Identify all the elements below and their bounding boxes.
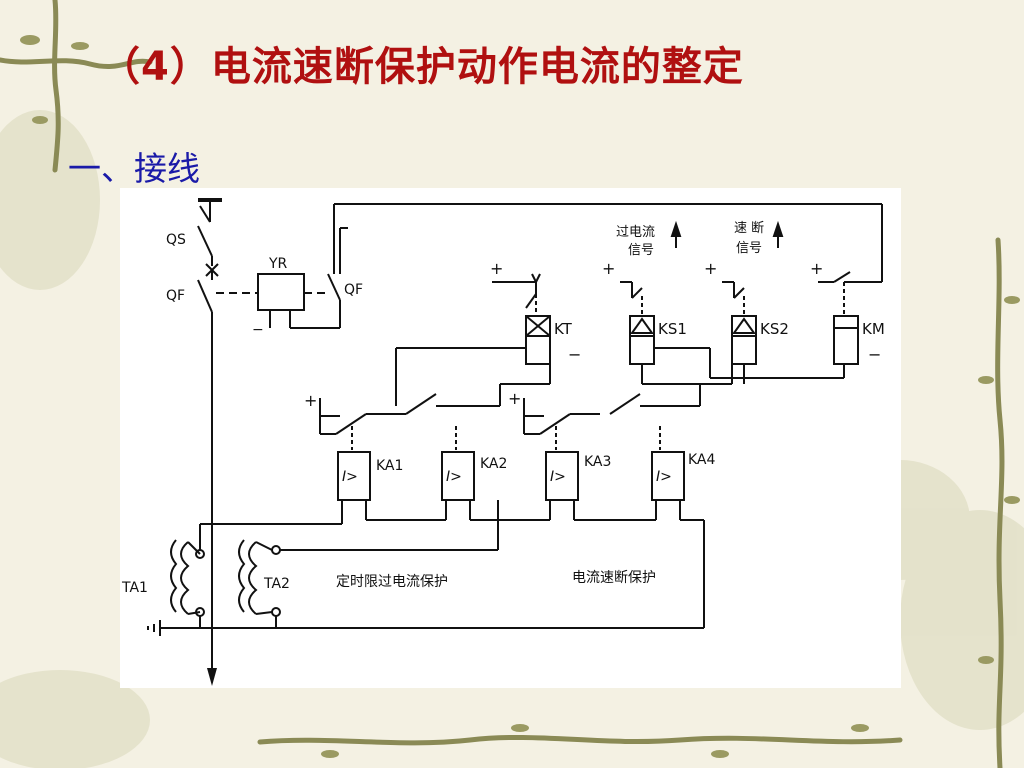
ta1-coil <box>170 539 205 617</box>
quickbreak-signal-line2: 信号 <box>736 241 762 256</box>
section-heading: 一、接线 <box>68 149 200 188</box>
km-label: KM <box>862 320 885 338</box>
ct-wiring <box>147 500 705 636</box>
ka-contact-row <box>319 393 700 450</box>
ka-right-plus: + <box>508 389 521 408</box>
ks1-plus: + <box>602 259 615 278</box>
ta1-label: TA1 <box>121 580 148 596</box>
ka1-label: KA1 <box>376 458 403 474</box>
yr-minus-label: − <box>252 322 264 338</box>
definite-time-protection-label: 定时限过电流保护 <box>336 574 448 590</box>
ka4-label: KA4 <box>688 452 716 468</box>
yr-coil <box>257 273 340 329</box>
ta2-label: TA2 <box>263 576 290 592</box>
qf-aux-label: QF <box>344 282 363 298</box>
ka-relays <box>337 451 685 501</box>
ka3-symbol: I> <box>550 469 566 485</box>
kt-minus: − <box>568 345 581 364</box>
top-relay-row <box>492 204 883 365</box>
qs-label: QS <box>166 232 186 248</box>
ta2-coil <box>238 539 281 617</box>
ka2-symbol: I> <box>446 469 462 485</box>
ka3-label: KA3 <box>584 454 611 470</box>
yr-label: YR <box>268 256 288 272</box>
overcurrent-signal-line2: 信号 <box>628 243 654 258</box>
ka2-label: KA2 <box>480 456 507 472</box>
instantaneous-protection-label: 电流速断保护 <box>572 570 656 586</box>
kt-plus: + <box>490 259 503 278</box>
ka-left-plus: + <box>304 391 317 410</box>
ka1-symbol: I> <box>342 469 358 485</box>
top-wiring <box>395 347 845 406</box>
qf-breaker-label: QF <box>166 288 185 304</box>
ks2-label: KS2 <box>760 320 789 338</box>
ka4-symbol: I> <box>656 469 672 485</box>
ks2-plus: + <box>704 259 717 278</box>
qf-aux-contact <box>327 203 882 328</box>
kt-label: KT <box>554 320 573 338</box>
slide-title: （4）电流速断保护动作电流的整定 <box>100 44 744 90</box>
km-plus: + <box>810 259 823 278</box>
quickbreak-signal-line1: 速 断 <box>734 221 764 236</box>
overcurrent-signal-line1: 过电流 <box>616 225 655 240</box>
ks1-label: KS1 <box>658 320 687 338</box>
main-circuit <box>197 198 222 686</box>
wiring-diagram: QS QF YR − QF <box>120 188 901 688</box>
km-minus: − <box>868 345 881 364</box>
